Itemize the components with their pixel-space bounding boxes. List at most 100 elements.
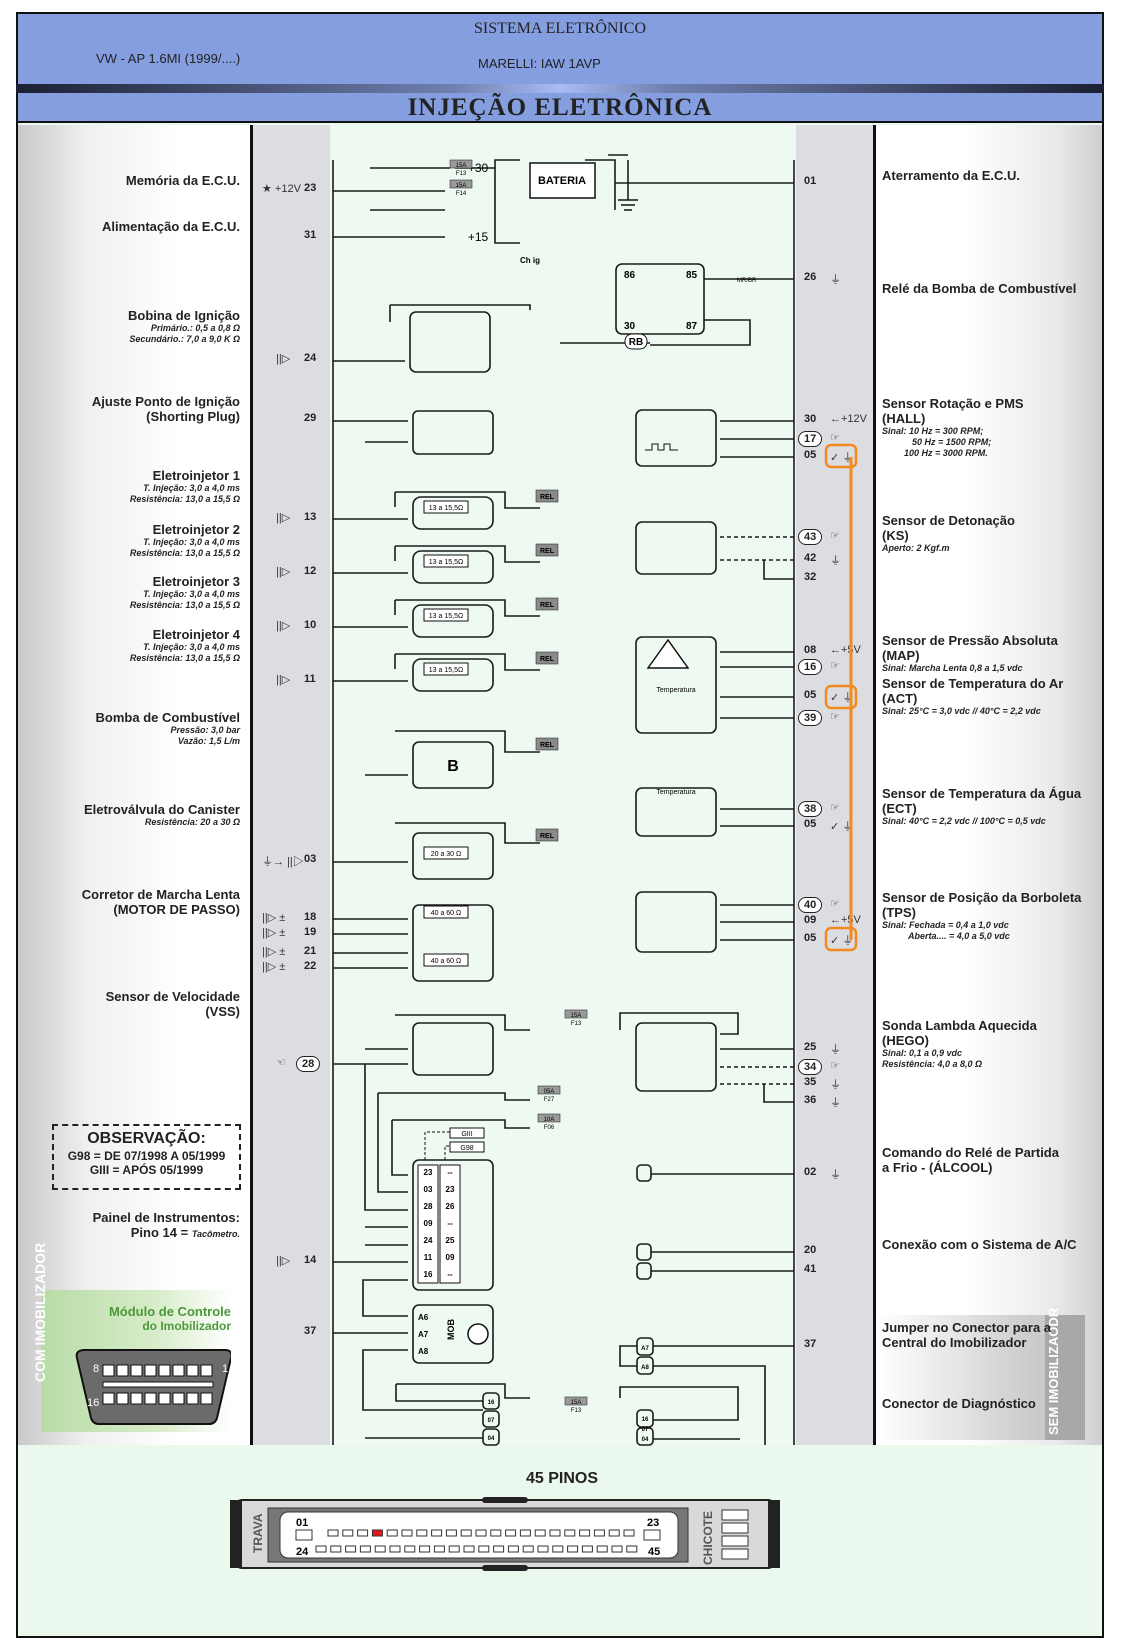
component-name: Comando do Relé de Partida [882, 1145, 1059, 1160]
component-spec: Resistência: 20 a 30 Ω [144, 817, 240, 827]
ecu-pin-14: 14 [304, 1254, 317, 1266]
ecu-pin-34: 34 [798, 1059, 823, 1075]
pin-signal-icon: ←+5V [830, 644, 861, 656]
component-name: Sensor de Temperatura da Água [882, 786, 1082, 801]
pin-signal-icon: ✓ ⏚ [830, 692, 854, 704]
obd-pin-label: 8 [93, 1363, 99, 1375]
ecu-pin-23: 23 [304, 182, 317, 194]
pin-signal-icon: ||▷ [276, 674, 291, 686]
pin-signal-icon: ☞ [830, 530, 840, 542]
ecu-pin-28: 28 [296, 1056, 321, 1072]
obd-pin-slot [102, 1392, 115, 1405]
component-name: Eletroinjetor 1 [152, 468, 240, 483]
pin-signal-icon: ✓ ⏚ [830, 821, 854, 833]
component-name: Jumper no Conector para a [882, 1320, 1052, 1335]
observation-line: G98 = DE 07/1998 A 05/1999 [67, 1149, 226, 1163]
left-component-label: Corretor de Marcha Lenta(MOTOR DE PASSO) [20, 887, 240, 917]
ecu-pin-21: 21 [304, 945, 317, 957]
right-component-label: Sensor de Posição da Borboleta(TPS)Sinal… [882, 890, 1092, 942]
ecu-pin-09: 09 [804, 914, 817, 926]
obd-pin-slot [102, 1364, 115, 1377]
ecu-pin-38: 38 [798, 801, 823, 817]
component-spec: 100 Hz = 3000 RPM. [904, 448, 988, 458]
right-component-label: Sensor de Temperatura do Ar(ACT)Sinal: 2… [882, 676, 1092, 717]
component-name: Ajuste Ponto de Ignição [91, 394, 240, 409]
ecu-pin-30: 30 [804, 413, 817, 425]
right-component-label: Sensor de Pressão Absoluta(MAP)Sinal: Ma… [882, 633, 1092, 674]
component-name-line2: Central do Imobilizador [882, 1335, 1027, 1350]
ecu-pin-25: 25 [804, 1041, 817, 1053]
component-name: Eletroválvula do Canister [83, 802, 240, 817]
component-name: Sensor de Velocidade [105, 989, 240, 1004]
component-spec: Resistência: 13,0 a 15,5 Ω [129, 494, 240, 504]
pin-signal-icon: ★ +12V [262, 183, 301, 195]
ecu-pin-10: 10 [304, 619, 317, 631]
left-component-label: Painel de Instrumentos:Pino 14 = Tacômet… [20, 1210, 240, 1242]
immobilizer-title: Módulo de Controle [108, 1304, 231, 1319]
connector-title: 45 PINOS [525, 1470, 599, 1487]
observation-line: GIII = APÓS 05/1999 [89, 1163, 204, 1177]
component-spec: Resistência: 13,0 a 15,5 Ω [129, 600, 240, 610]
obd-pin-slot [144, 1364, 157, 1377]
component-name: Eletroinjetor 4 [152, 627, 240, 642]
ecu-pin-19: 19 [304, 926, 317, 938]
obd-pin-slot [186, 1392, 199, 1405]
obd-pin-slot [144, 1392, 157, 1405]
component-spec: Aperto: 2 Kgf.m [882, 543, 950, 553]
component-name-line2: (ACT) [882, 691, 918, 706]
ecu-pin-35: 35 [804, 1076, 817, 1088]
obd-pin-slot [116, 1364, 129, 1377]
component-name: Sensor Rotação e PMS [882, 396, 1024, 411]
component-spec: T. Injeção: 3,0 a 4,0 ms [143, 642, 240, 652]
ecu-pin-05: 05 [804, 689, 817, 701]
ecu-pin-08: 08 [804, 644, 817, 656]
component-name-line2: (MAP) [882, 648, 920, 663]
component-name: Alimentação da E.C.U. [102, 219, 240, 234]
pin-signal-icon: ||▷ [276, 566, 291, 578]
left-component-label: Memória da E.C.U. [20, 173, 240, 188]
ecu-pin-01: 01 [804, 175, 817, 187]
ecu-pin-39: 39 [798, 710, 823, 726]
component-name-line2: (ECT) [882, 801, 917, 816]
obd-pin-slot [200, 1364, 213, 1377]
ecu-pin-05: 05 [804, 932, 817, 944]
component-spec: Resistência: 13,0 a 15,5 Ω [129, 653, 240, 663]
pin-signal-icon: ||▷ [276, 620, 291, 632]
ecu-pin-24: 24 [304, 352, 317, 364]
ecu-pin-41: 41 [804, 1263, 817, 1275]
header-band [16, 84, 1104, 93]
component-spec: Sinal: 10 Hz = 300 RPM; [882, 426, 984, 436]
left-component-label: Ajuste Ponto de Ignição(Shorting Plug) [20, 394, 240, 424]
component-spec: T. Injeção: 3,0 a 4,0 ms [143, 589, 240, 599]
component-spec: Pressão: 3,0 bar [170, 725, 240, 735]
ecu-pin-40: 40 [798, 897, 823, 913]
component-name: Eletroinjetor 3 [152, 574, 240, 589]
component-spec: Sinal: Marcha Lenta 0,8 a 1,5 vdc [882, 663, 1023, 673]
ecu-pin-16: 16 [798, 659, 823, 675]
component-spec: Secundário.: 7,0 a 9,0 K Ω [129, 334, 240, 344]
header: SISTEMA ELETRÔNICO VW - AP 1.6MI (1999/.… [16, 12, 1104, 84]
pin-signal-icon: ⏚ [830, 1097, 841, 1109]
obd-pin-slot [200, 1392, 213, 1405]
component-name: Sensor de Posição da Borboleta [882, 890, 1082, 905]
system-title: SISTEMA ELETRÔNICO [474, 20, 646, 37]
component-spec: Sinal: 25°C = 3,0 vdc // 40°C = 2,2 vdc [882, 706, 1041, 716]
obd-pin-slot [172, 1364, 185, 1377]
component-name: Corretor de Marcha Lenta [81, 887, 240, 902]
pin-signal-icon: ←+12V [830, 413, 867, 425]
pin-signal-icon: ⏚ [830, 1044, 841, 1056]
component-name-line2: (VSS) [205, 1004, 240, 1019]
obd-pin-slot [130, 1392, 143, 1405]
component-name-line2: (HEGO) [882, 1033, 929, 1048]
component-name: Sensor de Pressão Absoluta [882, 633, 1058, 648]
component-name: Sonda Lambda Aquecida [882, 1018, 1037, 1033]
ecu-pin-18: 18 [304, 911, 317, 923]
component-name-line2: Pino 14 = Tacômetro. [130, 1225, 240, 1240]
component-spec: 50 Hz = 1500 RPM; [912, 437, 992, 447]
ecu-pin-26: 26 [804, 271, 817, 283]
pin-signal-icon: ⏚ [830, 274, 841, 286]
